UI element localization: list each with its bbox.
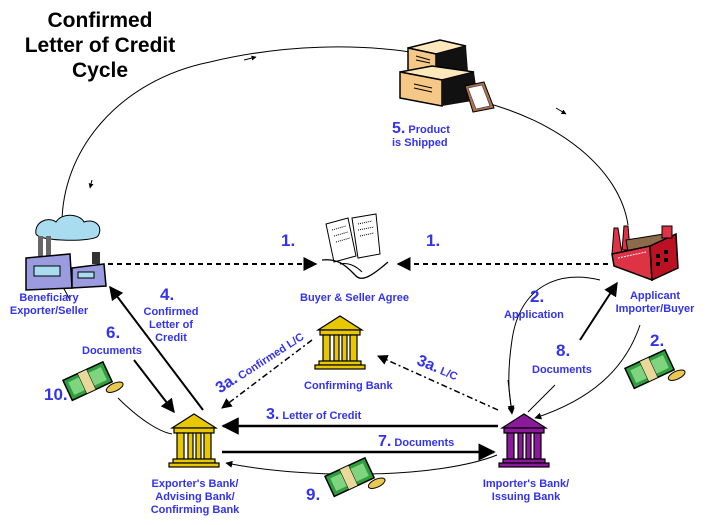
beneficiary-line1: Beneficiary (19, 292, 79, 304)
importers-bank-line1: Importer's Bank/ (482, 478, 570, 490)
exporters-bank-line2: Advising Bank/ (155, 491, 235, 503)
beneficiary-line2: Exporter/Seller (9, 305, 89, 317)
importers-bank-line2: Issuing Bank (491, 491, 561, 503)
money-icon-step-10 (61, 360, 124, 402)
step-4-number: 4. (160, 285, 175, 304)
handshake-contract-icon (321, 213, 389, 279)
confirming-bank-label: Confirming Bank (304, 380, 393, 392)
exporters-bank-icon (168, 413, 220, 468)
boxes-icon (399, 39, 495, 113)
title-line-2: Letter of Credit (24, 34, 176, 57)
arrow-8-documents (579, 281, 618, 341)
step-8-number: 8. (556, 341, 571, 360)
step-5-label: 5. Product is Shipped (392, 120, 450, 150)
applicant-label: Applicant Importer/Buyer (610, 290, 700, 316)
exporters-bank-line1: Exporter's Bank/ (151, 478, 239, 490)
confirming-bank-icon (314, 315, 366, 370)
title-line-3: Cycle (71, 59, 129, 82)
step-9-number: 9. (306, 485, 321, 504)
shipping-arc-top (209, 46, 429, 63)
money-icon-step-2 (623, 348, 686, 390)
arrow-2-application (507, 276, 601, 413)
diagram-title: Confirmed Letter of Credit Cycle (0, 8, 200, 83)
arrow-2-payment (534, 324, 641, 420)
step-5-line2: is Shipped (392, 137, 448, 149)
step-8-label: Documents (532, 364, 592, 376)
step-4-line1: Confirmed (143, 306, 199, 318)
step-4-label: Confirmed Letter of Credit (136, 306, 206, 345)
step-6-number: 6. (106, 323, 121, 342)
arrow-6-documents (133, 359, 175, 414)
step-2-payment-number: 2. (650, 331, 665, 350)
step-5-number: 5. (392, 120, 406, 137)
title-line-1: Confirmed (47, 9, 153, 32)
factory-icon (25, 214, 107, 291)
step-1-right-number: 1. (426, 231, 441, 250)
money-icon-step-9 (323, 456, 386, 498)
importers-bank-icon (498, 413, 550, 468)
step-3-label: 3. Letter of Credit (266, 406, 362, 423)
step-6-label: Documents (82, 345, 142, 357)
step-3-text: Letter of Credit (282, 410, 362, 422)
step-3-number: 3. (266, 406, 280, 423)
step-4-line3: Credit (155, 332, 187, 344)
arrow-3a-confirmed-lc (221, 339, 313, 409)
exporters-bank-line3: Confirming Bank (150, 504, 240, 516)
step-7-label: 7. Documents (378, 433, 455, 450)
importers-bank-label: Importer's Bank/ Issuing Bank (476, 478, 576, 504)
step-10-number: 10. (44, 385, 68, 404)
arrow-10-payment (117, 397, 173, 435)
exporters-bank-label: Exporter's Bank/ Advising Bank/ Confirmi… (140, 478, 250, 517)
step-2-application-label: Application (504, 309, 564, 321)
arrow-5-to-buyer (474, 99, 629, 226)
arrow-3a-lc (377, 355, 499, 411)
step-7-number: 7. (378, 433, 392, 450)
red-factory-icon (611, 225, 679, 282)
step-4-line2: Letter of (149, 319, 193, 331)
step-2-application-number: 2. (530, 287, 545, 306)
step-5-line1: Product (408, 124, 450, 136)
applicant-line2: Importer/Buyer (615, 303, 695, 315)
beneficiary-label: Beneficiary Exporter/Seller (4, 292, 94, 318)
agreement-label: Buyer & Seller Agree (300, 292, 410, 304)
step-1-left-number: 1. (281, 231, 296, 250)
applicant-line1: Applicant (629, 290, 681, 302)
shipping-arc-left (61, 61, 211, 229)
step-7-text: Documents (394, 437, 455, 449)
arrow-4-confirmed-lc (109, 285, 204, 411)
